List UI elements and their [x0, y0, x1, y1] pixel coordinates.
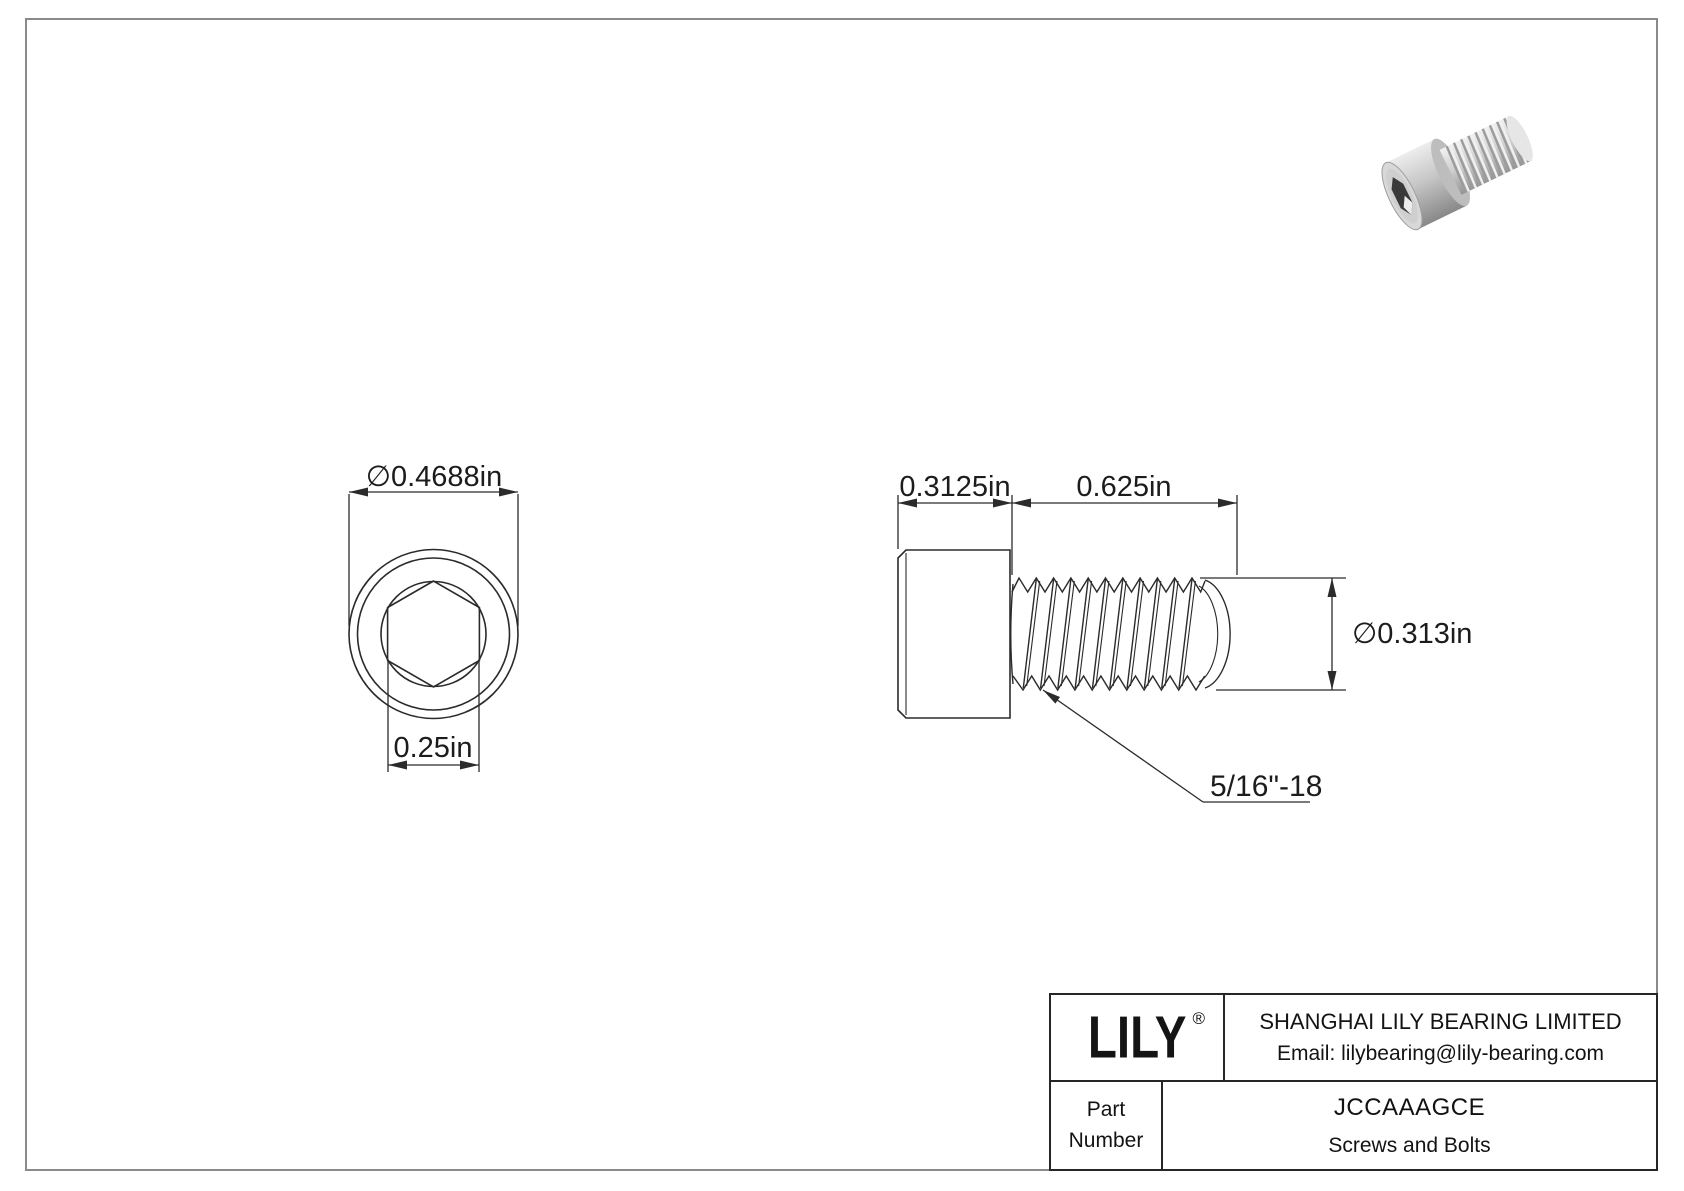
part-number-label-cell: Part Number — [1051, 1082, 1163, 1169]
company-info-cell: SHANGHAI LILY BEARING LIMITED Email: lil… — [1225, 995, 1656, 1080]
thread-spec-leader — [1042, 689, 1310, 803]
thread-diameter-label: ∅0.313in — [1352, 618, 1472, 650]
front-diameter-label: ∅0.4688in — [366, 461, 503, 493]
head-width-dimension — [897, 495, 1238, 575]
thread-diameter-dimension — [1200, 577, 1346, 691]
thread-diameter-arrows — [1327, 578, 1337, 690]
part-number-value: JCCAAAGCE — [1333, 1093, 1486, 1121]
thread-spec-label: 5/16"-18 — [1210, 770, 1322, 803]
side-view-head — [897, 549, 1011, 719]
thread-spec-leader-arrow — [1043, 690, 1060, 704]
head-chamfer-circle — [356, 557, 511, 711]
title-block: LILY ® SHANGHAI LILY BEARING LIMITED Ema… — [1049, 993, 1658, 1171]
socket-circle — [380, 580, 487, 688]
thread-length-label: 0.625in — [1076, 471, 1171, 503]
screw-3d-tip — [1506, 115, 1533, 162]
page-border-frame — [25, 18, 1658, 1171]
part-category: Screws and Bolts — [1328, 1133, 1491, 1157]
socket-width-arrows — [388, 760, 479, 770]
registered-trademark-icon: ® — [1192, 1009, 1205, 1028]
head-width-arrows — [898, 498, 1237, 508]
company-email: Email: lilybearing@lily-bearing.com — [1276, 1042, 1605, 1065]
head-width-label: 0.3125in — [899, 471, 1010, 503]
socket-width-label: 0.25in — [393, 732, 472, 764]
screw-3d-head — [1385, 139, 1467, 230]
brand-logo-cell: LILY ® — [1051, 995, 1225, 1080]
screw-3d-socket-highlight — [1403, 195, 1413, 215]
front-view — [348, 548, 519, 720]
part-number-label: Part Number — [1068, 1098, 1144, 1152]
brand-logo: LILY — [1087, 1003, 1187, 1071]
part-number-cell: JCCAAAGCE Screws and Bolts — [1163, 1082, 1656, 1169]
head-outer-circle — [348, 548, 519, 720]
front-diameter-dimension — [348, 491, 519, 626]
side-view-threads — [1010, 576, 1231, 692]
screw-3d-render — [1381, 115, 1533, 231]
front-diameter-arrows — [349, 487, 518, 497]
hex-socket-outline — [386, 580, 481, 688]
company-name: SHANGHAI LILY BEARING LIMITED — [1259, 1009, 1622, 1034]
